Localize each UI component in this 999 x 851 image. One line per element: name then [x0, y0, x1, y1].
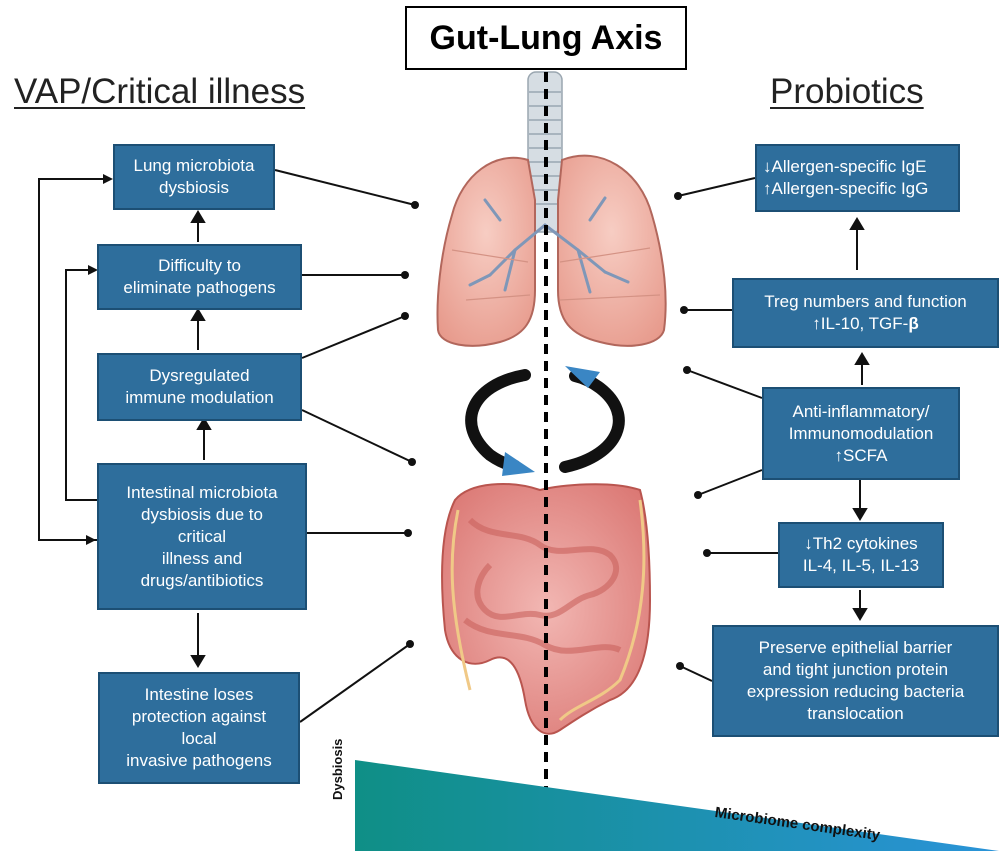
box-line: local: [182, 728, 217, 750]
box-anti-inflammatory: Anti-inflammatory/ Immunomodulation ↑SCF…: [762, 387, 960, 480]
box-line: dysbiosis due to: [141, 504, 263, 526]
box-allergen-specific: ↓Allergen-specific IgE ↑Allergen-specifi…: [755, 144, 960, 212]
box-line: eliminate pathogens: [123, 277, 275, 299]
box-treg-numbers: Treg numbers and function ↑IL-10, TGF-β: [732, 278, 999, 348]
ige-text: Allergen-specific IgE: [772, 157, 927, 176]
box-line: expression reducing bacteria: [747, 681, 964, 703]
box-lung-microbiota-dysbiosis: Lung microbiota dysbiosis: [113, 144, 275, 210]
left-connector-dots: [401, 201, 419, 648]
box-line: ↑SCFA: [835, 445, 888, 467]
box-line: ↓Th2 cytokines: [804, 533, 917, 555]
box-line: invasive pathogens: [126, 750, 272, 772]
box-line: drugs/antibiotics: [141, 570, 264, 592]
box-line: illness and: [162, 548, 242, 570]
il10-text: IL-10, TGF-: [821, 314, 909, 333]
box-line: ↓Allergen-specific IgE: [763, 156, 926, 178]
box-line: ↑IL-10, TGF-β: [812, 313, 918, 335]
box-line: ↑Allergen-specific IgG: [763, 178, 928, 200]
dysbiosis-wedge: [355, 760, 999, 851]
beta-symbol: β: [908, 314, 918, 333]
box-line: immune modulation: [125, 387, 273, 409]
box-line: Dysregulated: [149, 365, 249, 387]
box-intestinal-microbiota-dysbiosis: Intestinal microbiota dysbiosis due to c…: [97, 463, 307, 610]
left-feedback-loops: [39, 179, 105, 540]
box-difficulty-eliminate-pathogens: Difficulty to eliminate pathogens: [97, 244, 302, 310]
up-arrow-icon: ↑: [763, 179, 772, 198]
box-line: dysbiosis: [159, 177, 229, 199]
diagram-title: Gut-Lung Axis: [405, 6, 687, 70]
right-connector-dots: [674, 192, 711, 670]
box-line: Treg numbers and function: [764, 291, 967, 313]
box-line: Preserve epithelial barrier: [759, 637, 953, 659]
left-heading: VAP/Critical illness: [14, 72, 305, 112]
box-preserve-epithelial-barrier: Preserve epithelial barrier and tight ju…: [712, 625, 999, 737]
up-arrow-icon: ↑: [835, 446, 844, 465]
right-heading: Probiotics: [770, 72, 924, 112]
up-arrow-icon: ↑: [812, 314, 821, 333]
box-line: and tight junction protein: [763, 659, 948, 681]
box-line: Intestine loses: [145, 684, 254, 706]
box-line: Difficulty to: [158, 255, 241, 277]
box-line: protection against: [132, 706, 266, 728]
box-intestine-loses-protection: Intestine loses protection against local…: [98, 672, 300, 784]
box-dysregulated-immune-modulation: Dysregulated immune modulation: [97, 353, 302, 421]
box-line: Anti-inflammatory/: [793, 401, 930, 423]
scfa-text: SCFA: [843, 446, 887, 465]
box-line: Lung microbiota: [134, 155, 255, 177]
box-th2-cytokines: ↓Th2 cytokines IL-4, IL-5, IL-13: [778, 522, 944, 588]
box-line: IL-4, IL-5, IL-13: [803, 555, 919, 577]
down-arrow-icon: ↓: [763, 157, 772, 176]
down-arrow-icon: ↓: [804, 534, 813, 553]
th2-text: Th2 cytokines: [813, 534, 918, 553]
box-line: translocation: [807, 703, 903, 725]
box-line: Intestinal microbiota: [126, 482, 277, 504]
dysbiosis-label: Dysbiosis: [330, 730, 346, 800]
box-line: critical: [178, 526, 226, 548]
box-line: Immunomodulation: [789, 423, 934, 445]
igg-text: Allergen-specific IgG: [772, 179, 929, 198]
